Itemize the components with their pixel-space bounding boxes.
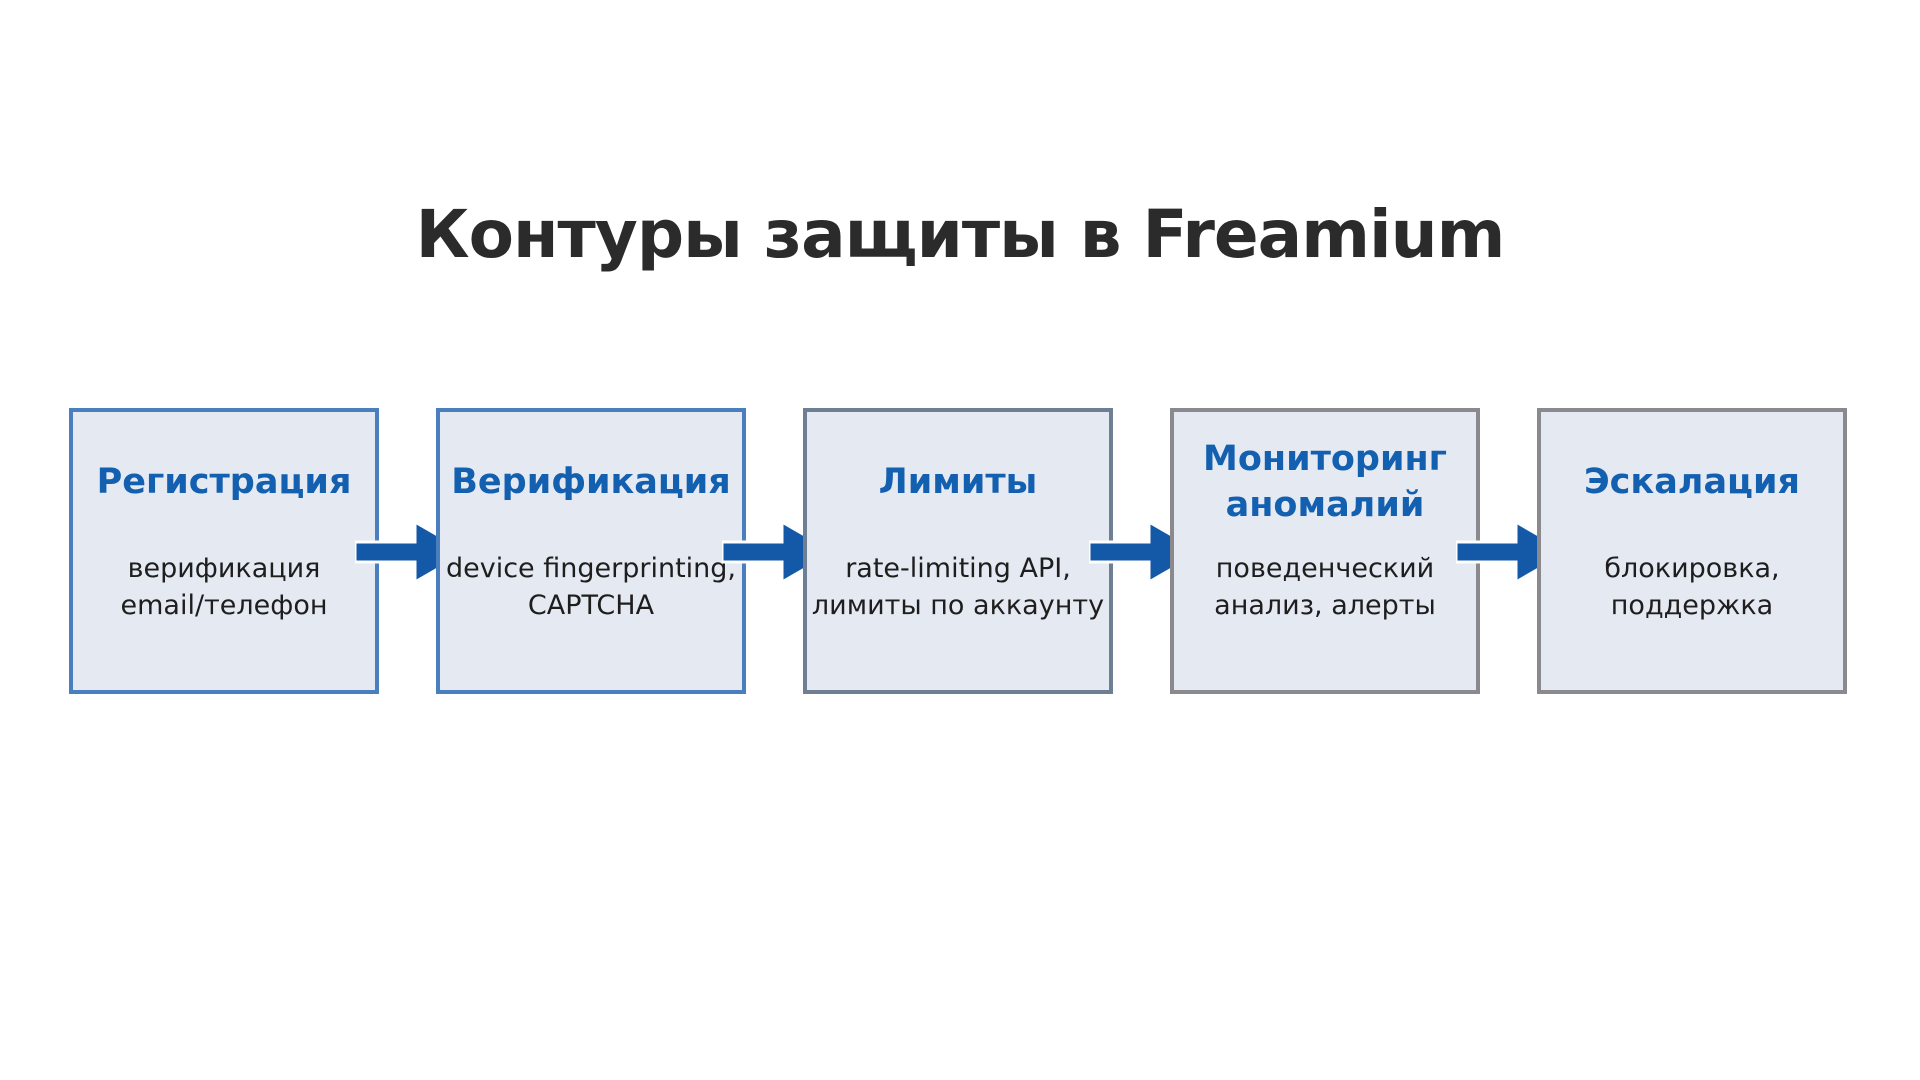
step-description: device fingerprinting, CAPTCHA <box>445 553 736 621</box>
step-heading: Мониторинг аномалий <box>1203 439 1447 525</box>
step-description: верификация email/телефон <box>120 553 328 621</box>
step-description: rate-limiting API, лимиты по аккаунту <box>811 553 1105 621</box>
step-description: блокировка, поддержка <box>1604 553 1780 621</box>
step-heading: Верификация <box>451 462 731 502</box>
step-box-registration: Регистрация верификация email/телефон <box>69 408 379 694</box>
step-box-limits: Лимиты rate-limiting API, лимиты по акка… <box>803 408 1113 694</box>
step-box-escalation: Эскалация блокировка, поддержка <box>1537 408 1847 694</box>
step-description: поведенческий анализ, алерты <box>1214 553 1436 621</box>
step-box-anomaly-monitoring: Мониторинг аномалий поведенческий анализ… <box>1170 408 1480 694</box>
step-box-verification: Верификация device fingerprinting, CAPTC… <box>436 408 746 694</box>
page-title: Контуры защиты в Freamium <box>415 196 1506 273</box>
step-heading: Эскалация <box>1584 462 1800 502</box>
step-heading: Лимиты <box>878 462 1038 502</box>
step-heading: Регистрация <box>96 462 352 502</box>
